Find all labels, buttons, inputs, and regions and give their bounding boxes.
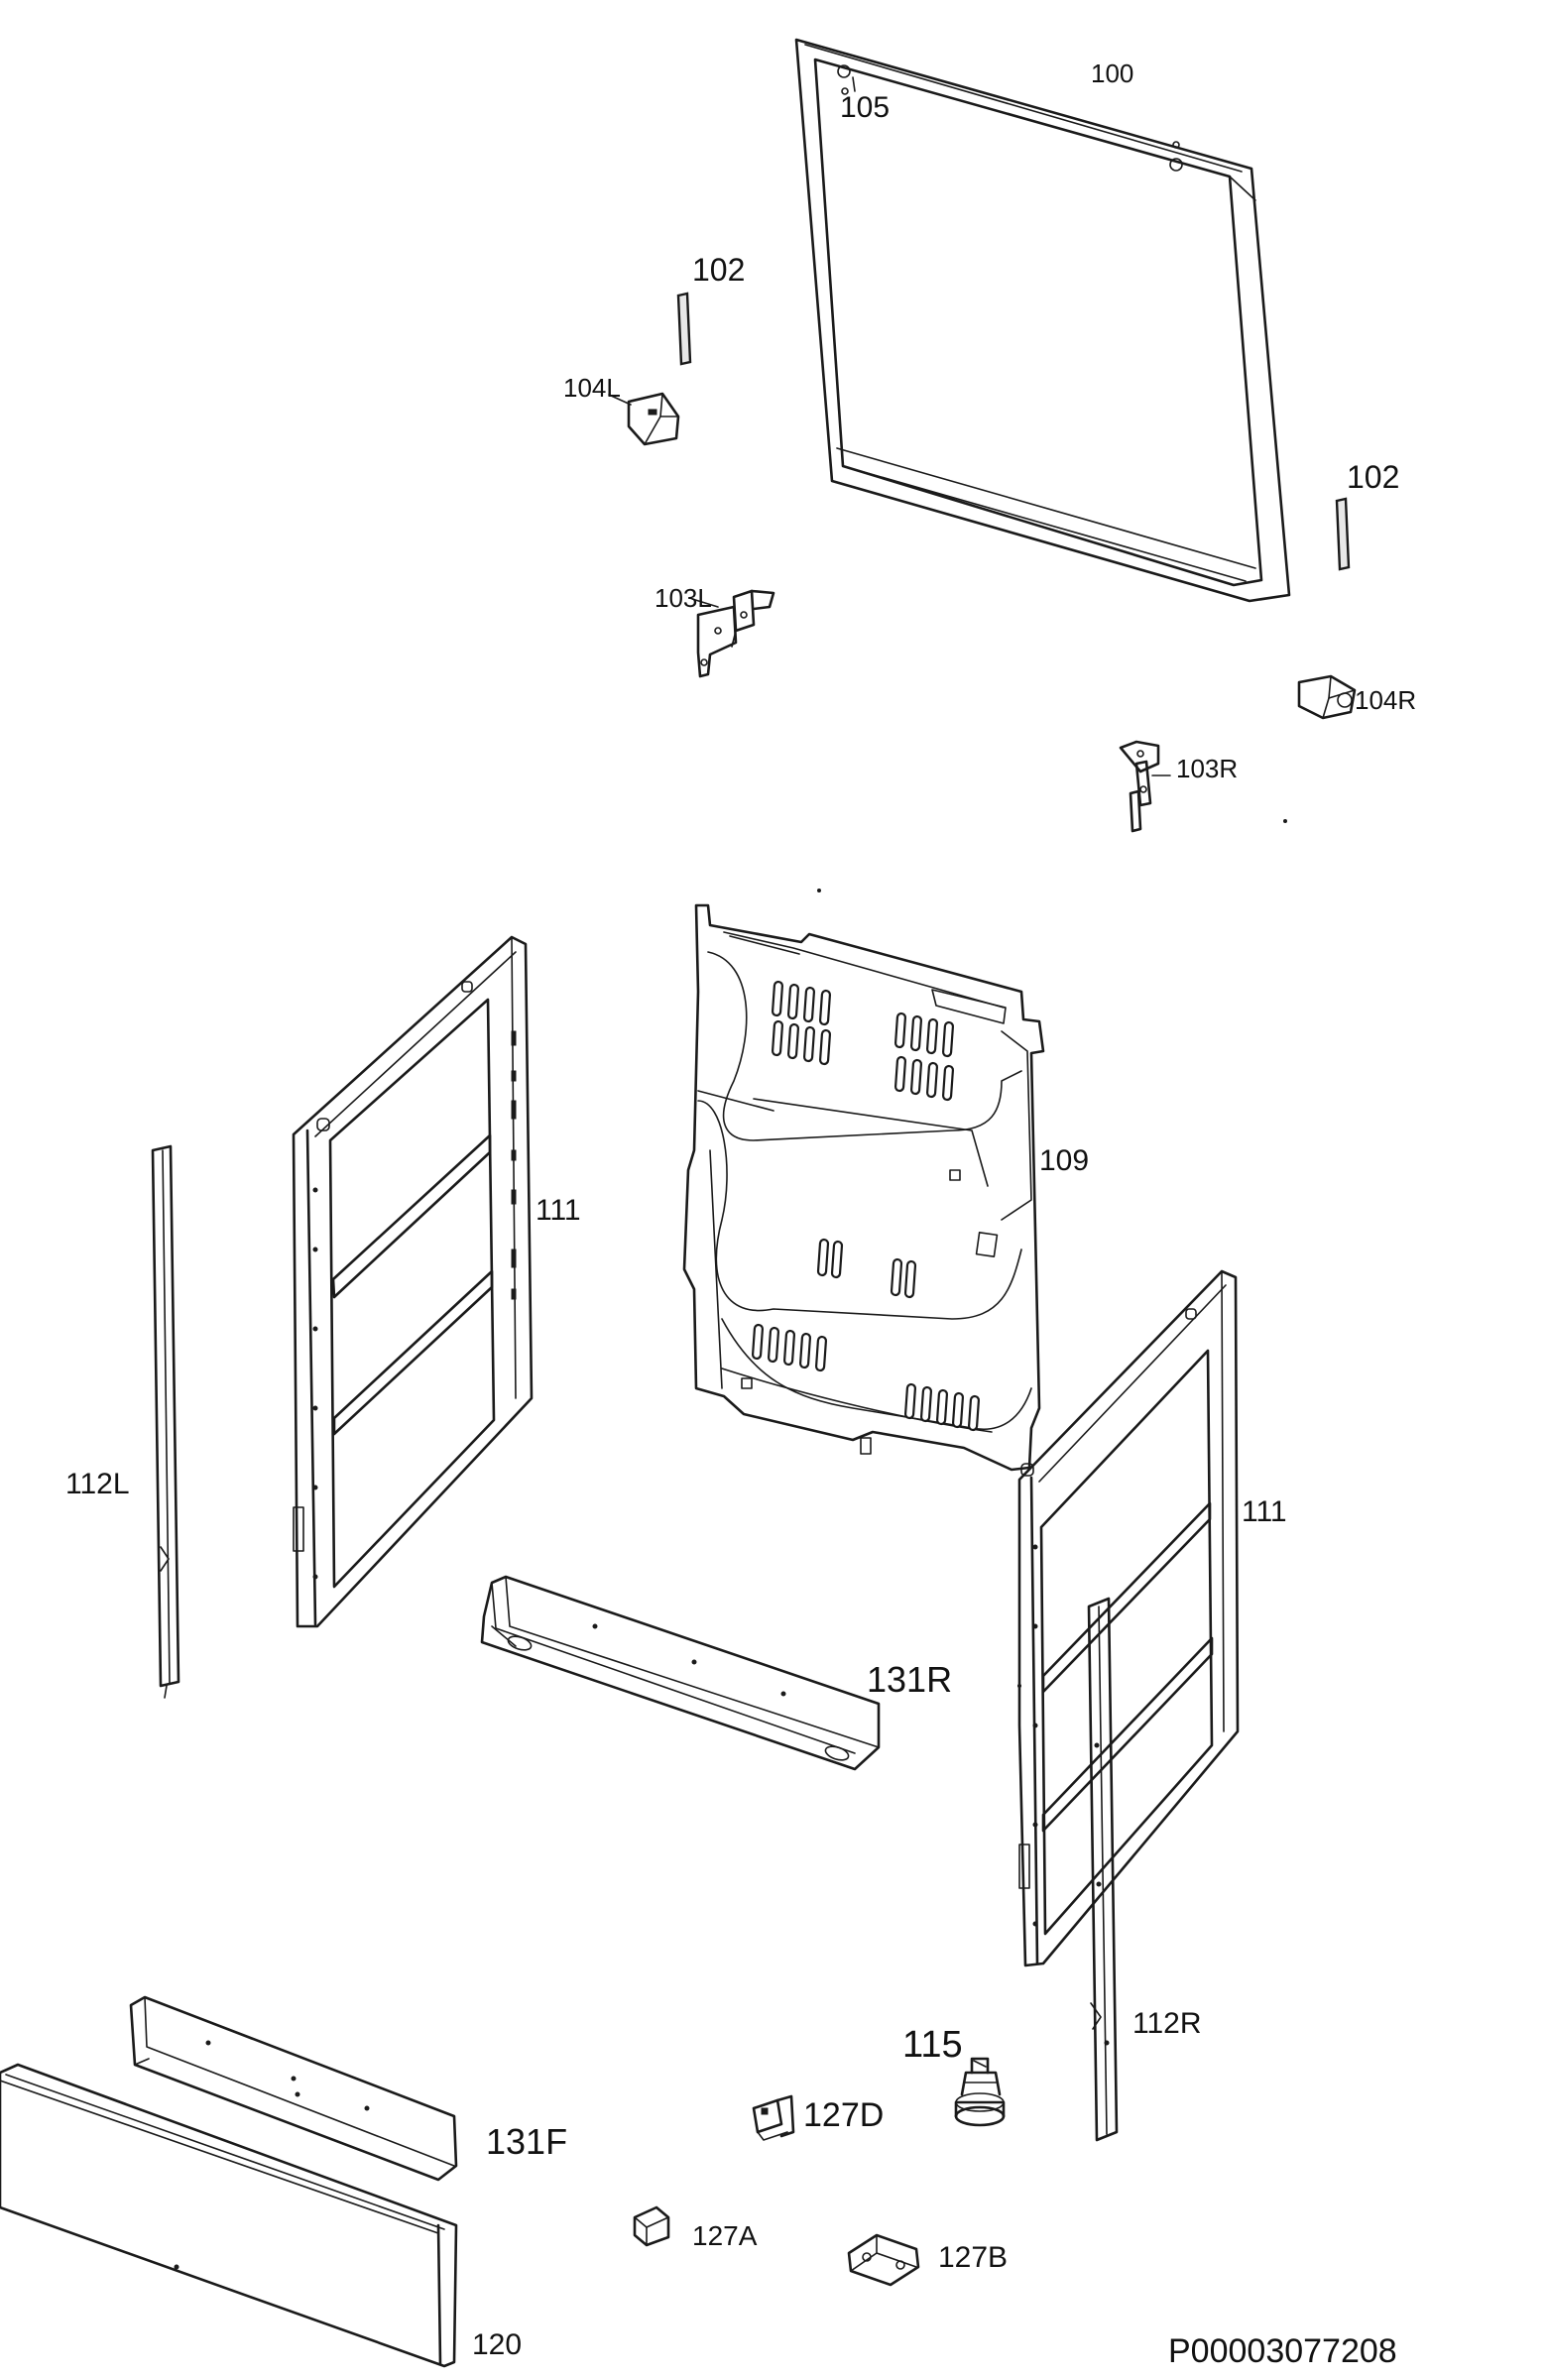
label-103R: 103R xyxy=(1176,754,1238,783)
label-127D: 127D xyxy=(803,2096,884,2134)
label-115: 115 xyxy=(902,2024,963,2066)
part-127A-block xyxy=(633,2205,670,2247)
label-105: 105 xyxy=(840,91,890,124)
part-127D-clip xyxy=(752,2094,795,2141)
part-100-frame xyxy=(794,38,1291,603)
part-labels: 100 105 102 102 104L 104R 103L 103R 109 … xyxy=(65,59,1416,2361)
part-127B-bracket xyxy=(847,2233,920,2287)
part-109-back-panel xyxy=(682,903,1045,1472)
part-109-vent-slots xyxy=(751,980,981,1432)
leader-105 xyxy=(852,76,856,92)
part-104L-block xyxy=(627,392,680,446)
part-131F-rail xyxy=(129,1995,458,2182)
label-111: 111 xyxy=(1242,1495,1287,1528)
part-102-strip-left xyxy=(676,292,692,366)
label-112R: 112R xyxy=(1132,2007,1202,2040)
leader-104L xyxy=(608,394,632,406)
part-103L-bracket xyxy=(696,589,775,678)
drawing-number: P00003077208 xyxy=(1168,2332,1397,2370)
label-109: 109 xyxy=(1039,1144,1089,1177)
label-112L: 112L xyxy=(65,1468,130,1500)
part-131R-rail xyxy=(480,1575,881,1771)
label-127B: 127B xyxy=(938,2241,1008,2274)
part-112L-rail xyxy=(151,1144,180,1699)
part-104R-block xyxy=(1297,674,1357,720)
part-115-foot xyxy=(954,2057,1006,2127)
part-111-side-panel-right xyxy=(1017,1269,1240,1967)
part-112R-rail xyxy=(1087,1597,1119,2142)
label-102: 102 xyxy=(692,252,745,288)
leader-103L xyxy=(691,598,719,608)
label-104R: 104R xyxy=(1355,685,1416,715)
part-120-plinth xyxy=(0,2063,458,2368)
label-103L: 103L xyxy=(655,583,712,613)
label-131F: 131F xyxy=(486,2121,567,2162)
part-111-side-panel-left xyxy=(292,935,534,1628)
label-100: 100 xyxy=(1091,59,1133,88)
scan-specks xyxy=(817,819,1287,1688)
label-111: 111 xyxy=(536,1194,581,1227)
label-120: 120 xyxy=(472,2328,522,2361)
label-102: 102 xyxy=(1347,459,1399,495)
part-102-strip-right xyxy=(1335,497,1351,571)
label-131R: 131R xyxy=(867,1659,952,1700)
part-103R-bracket xyxy=(1119,740,1160,833)
label-104L: 104L xyxy=(563,373,621,403)
label-127A: 127A xyxy=(692,2220,758,2251)
